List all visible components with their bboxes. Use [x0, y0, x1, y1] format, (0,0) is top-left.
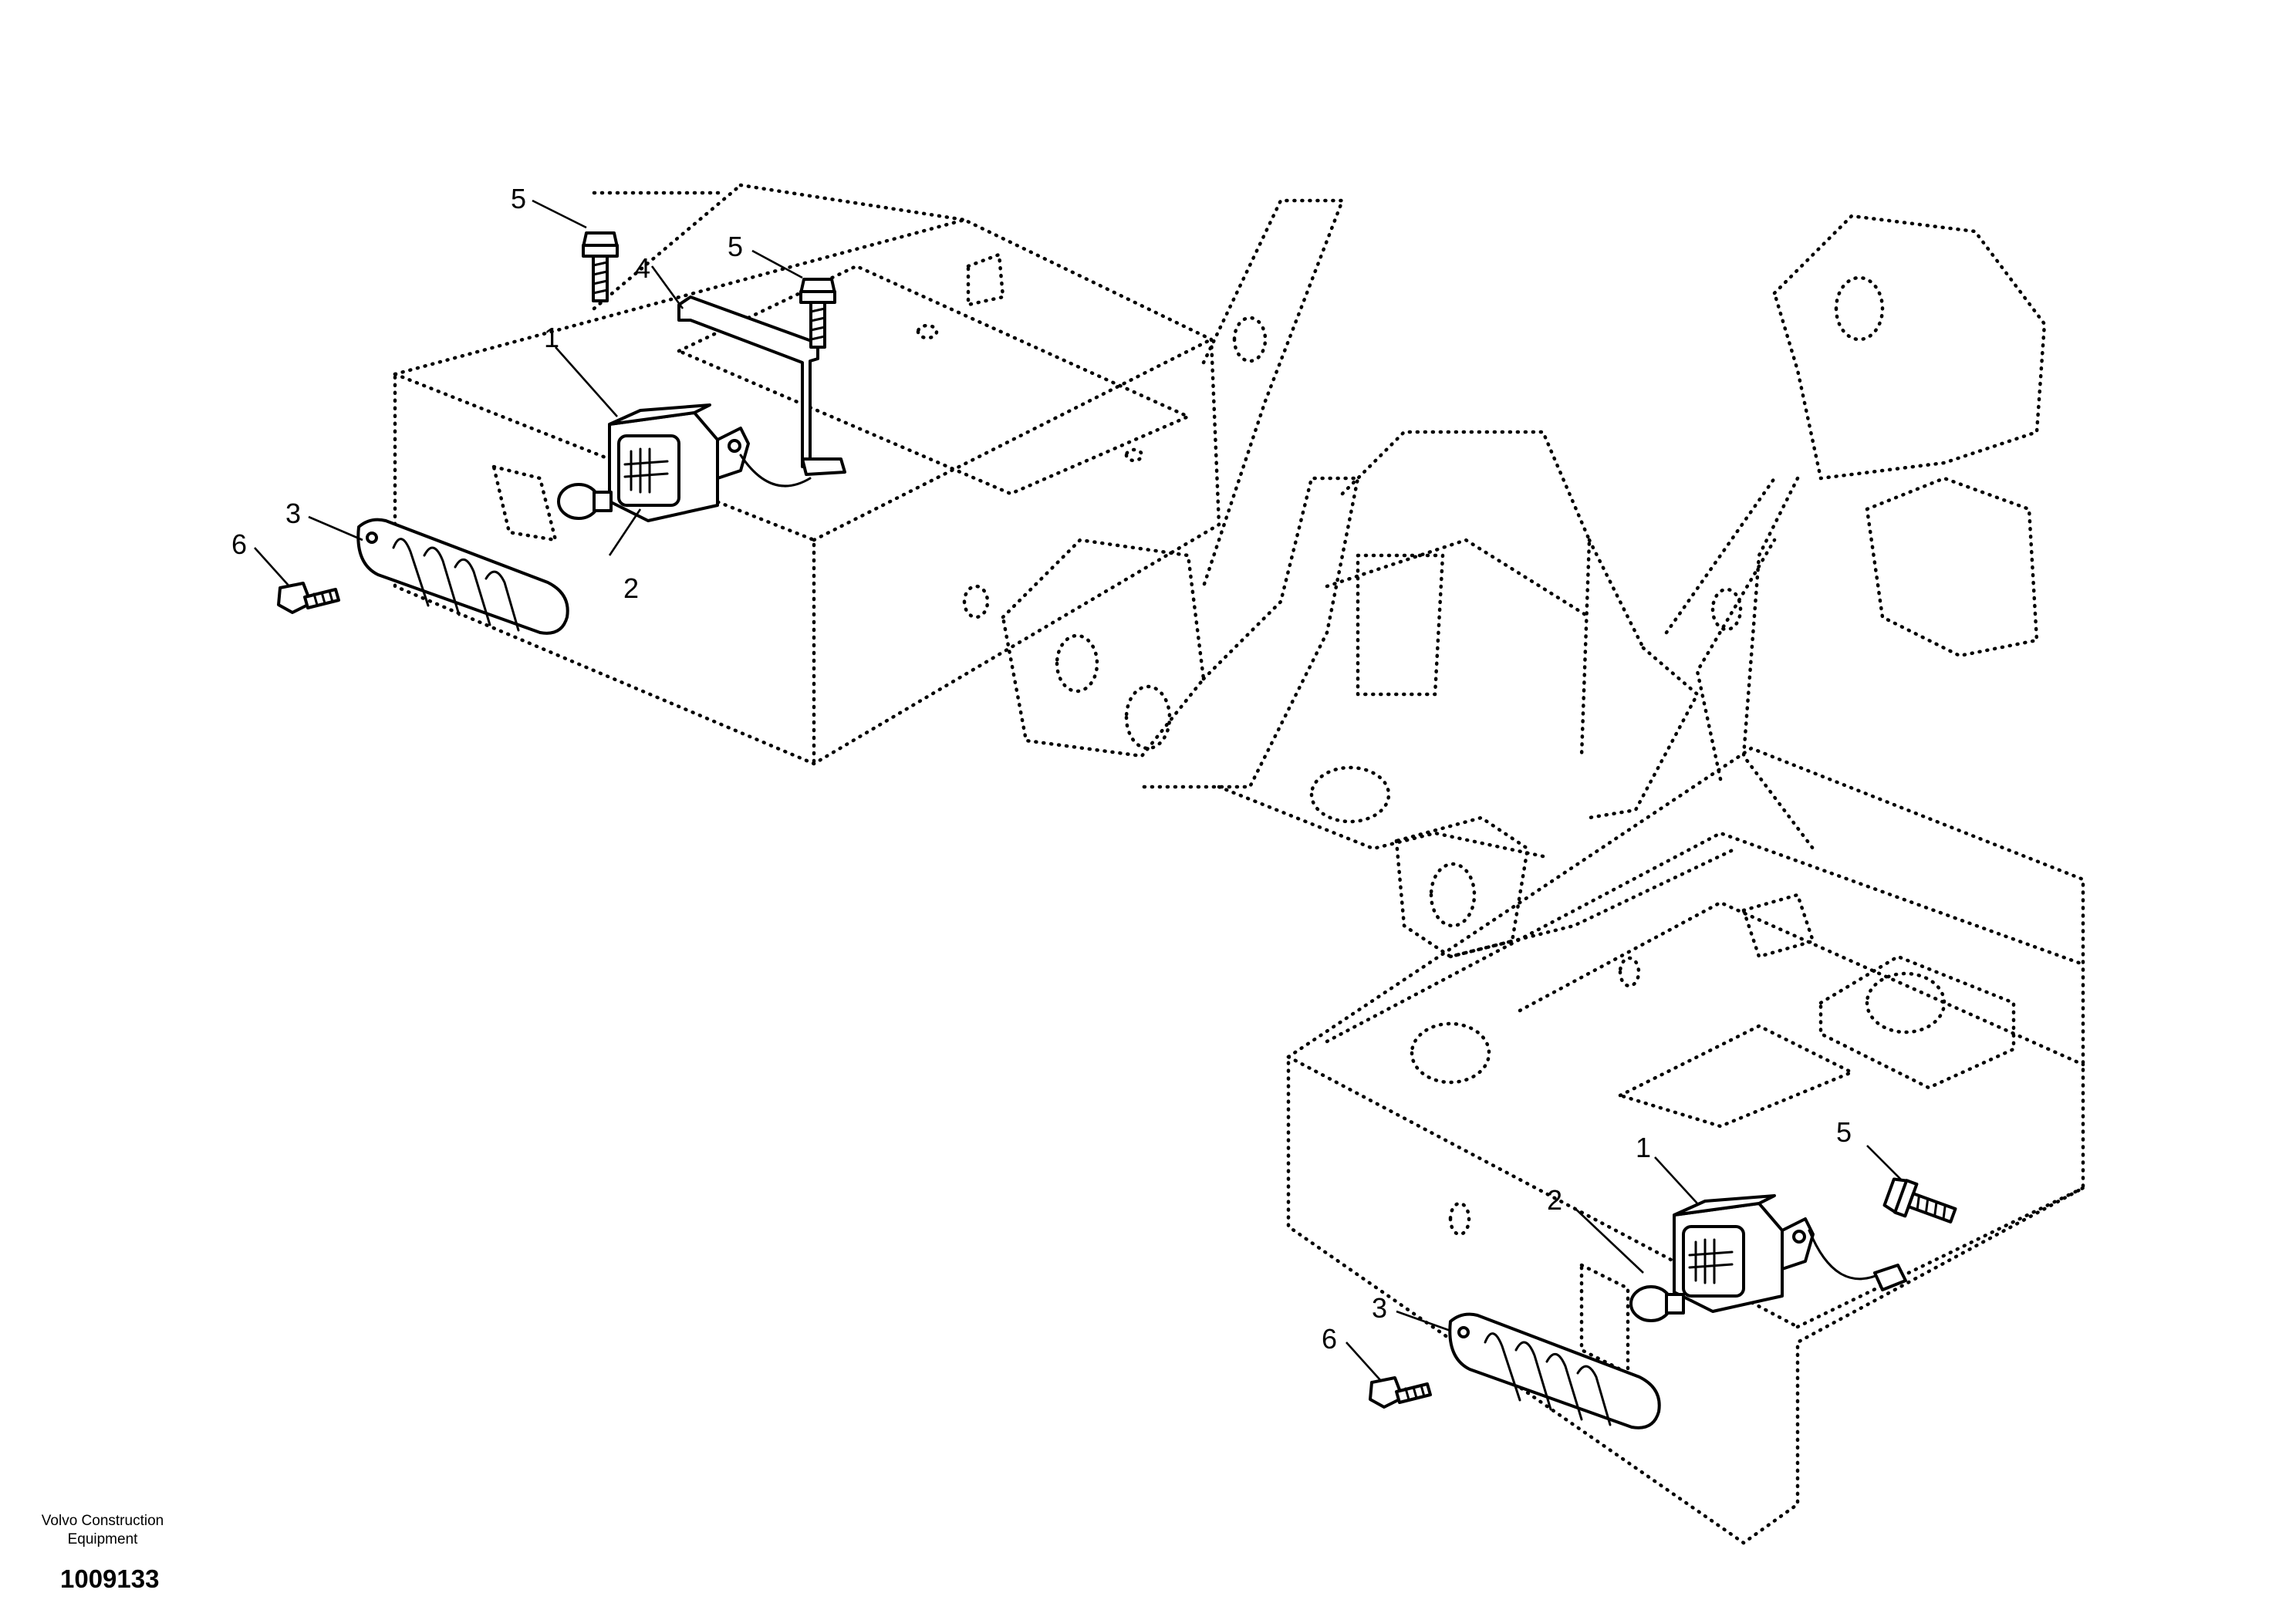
- callout-6-upper: 6: [231, 528, 247, 560]
- callout-6-lower: 6: [1322, 1323, 1337, 1355]
- brand-name: Volvo Construction Equipment: [22, 1512, 184, 1549]
- bolt-lower: [1882, 1174, 1960, 1234]
- callout-1-lower: 1: [1636, 1132, 1651, 1163]
- lower-lamp-assembly: 1 2 5 3 6: [1322, 1116, 1960, 1429]
- callout-3-upper: 3: [285, 498, 301, 529]
- callout-3-lower: 3: [1372, 1292, 1387, 1324]
- callout-4: 4: [635, 252, 650, 284]
- brand-line-1: Volvo Construction: [41, 1513, 164, 1529]
- bolt-upper-1: [582, 231, 619, 302]
- callout-2-upper: 2: [623, 572, 639, 604]
- bolt-upper-2: [799, 278, 836, 349]
- machine-frame-outline: [393, 183, 2085, 1545]
- callout-1-upper: 1: [544, 322, 559, 353]
- callout-5b: 5: [728, 231, 743, 262]
- screw-upper: [277, 582, 340, 614]
- lamp-bulb-upper: [557, 483, 613, 520]
- screw-lower: [1369, 1376, 1432, 1409]
- work-lamp-lower: [1673, 1194, 1815, 1313]
- callout-2-lower: 2: [1547, 1184, 1562, 1216]
- callout-5-lower: 5: [1836, 1116, 1852, 1148]
- brand-line-2: Equipment: [67, 1531, 138, 1547]
- callout-5a: 5: [511, 183, 526, 214]
- work-lamp-upper: [608, 403, 750, 522]
- drawing-number: 1009133: [60, 1564, 160, 1593]
- brand-block: Volvo Construction Equipment: [22, 1512, 184, 1549]
- upper-lamp-assembly: 5 5 4 1 2 3 6: [231, 183, 846, 635]
